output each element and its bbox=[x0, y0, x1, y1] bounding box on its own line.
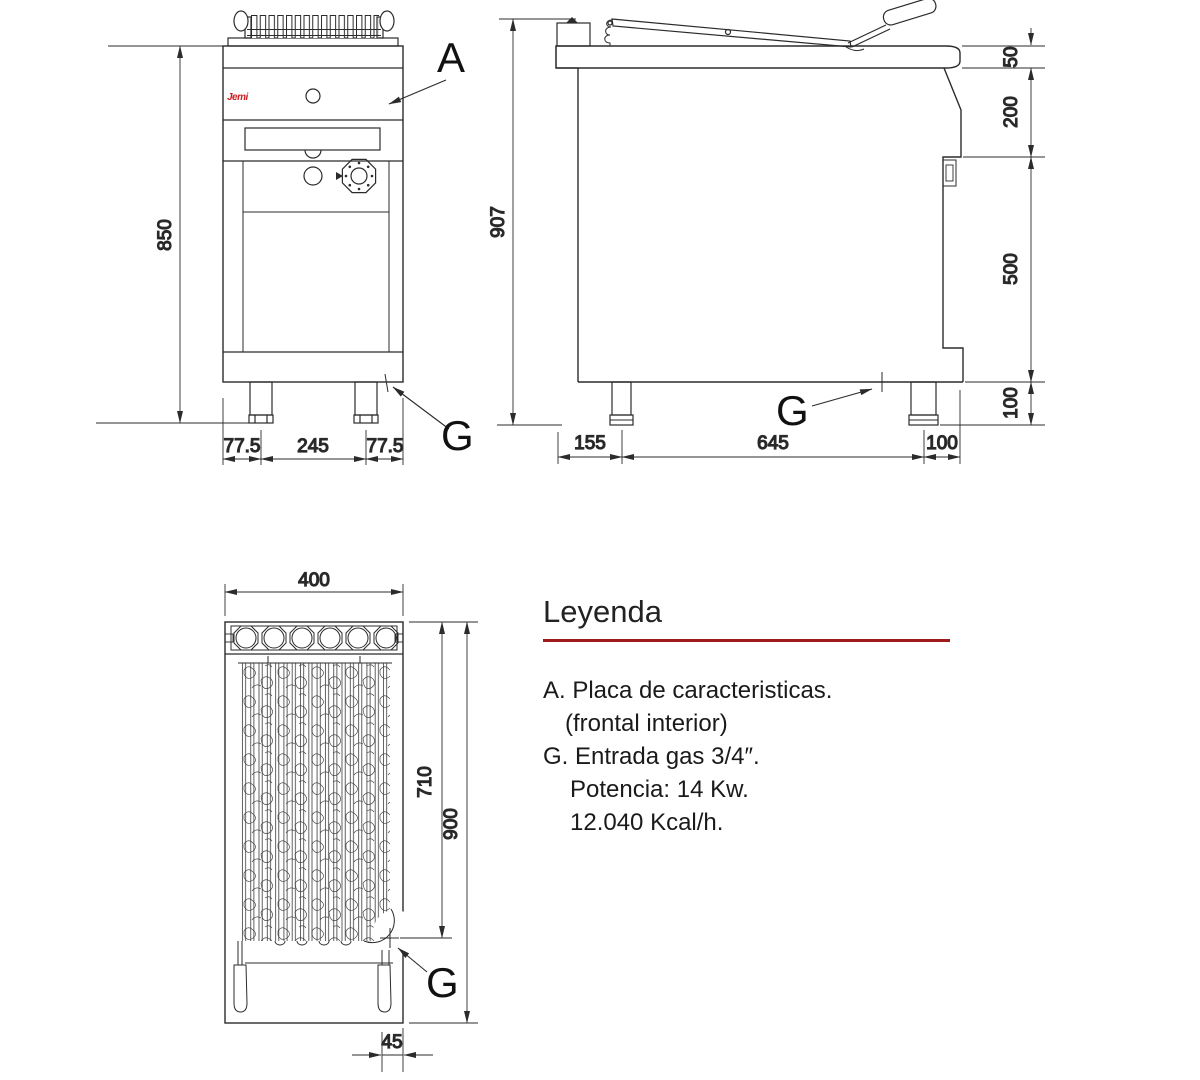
gas-latch bbox=[942, 159, 957, 187]
legend-divider bbox=[543, 639, 950, 642]
top-depth-dimensions bbox=[400, 621, 478, 1024]
plate-handle bbox=[845, 0, 937, 52]
side-view-drawing: 907 50 200 500 100 155 645 100 bbox=[487, 0, 1045, 464]
legend-item-g: G. Entrada gas 3/4″. bbox=[543, 743, 760, 770]
side-height-dimension bbox=[497, 18, 576, 426]
legend-item-a: A. Placa de caracteristicas. bbox=[543, 677, 833, 704]
front-body: Jemi bbox=[222, 45, 404, 383]
dim-front-right-offset: 77.5 bbox=[367, 436, 404, 457]
legend-panel: Leyenda A. Placa de caracteristicas. (fr… bbox=[543, 594, 973, 839]
dim-top-total-depth: 900 bbox=[441, 808, 462, 840]
top-outline bbox=[224, 621, 404, 1024]
control-knob bbox=[341, 158, 377, 194]
side-bottom-dimensions bbox=[557, 390, 961, 464]
front-top-grate bbox=[227, 10, 399, 47]
side-right-dimensions bbox=[940, 28, 1045, 426]
pilot-hole bbox=[305, 88, 321, 104]
side-counter-top bbox=[555, 45, 961, 69]
top-burner-strip bbox=[224, 625, 404, 655]
drawer-handle-notch bbox=[304, 149, 322, 159]
callout-a-label: A bbox=[437, 34, 465, 81]
dim-front-left-offset: 77.5 bbox=[224, 436, 261, 457]
side-body bbox=[555, 46, 964, 383]
callout-g-side-label: G bbox=[776, 387, 809, 434]
top-grill-grate bbox=[238, 656, 417, 954]
top-handles bbox=[233, 941, 393, 1013]
legend-title: Leyenda bbox=[543, 594, 662, 629]
side-legs bbox=[609, 381, 939, 426]
drawer-slot bbox=[244, 127, 381, 151]
front-height-dimension bbox=[96, 45, 252, 424]
dim-front-height: 850 bbox=[155, 219, 176, 251]
top-view-drawing: 400 710 900 45 G bbox=[224, 569, 478, 1072]
dim-front-leg-span: 245 bbox=[297, 436, 329, 457]
dim-side-leg: 100 bbox=[1001, 387, 1022, 419]
dim-side-front-offset: 155 bbox=[574, 433, 606, 454]
callout-g-top-label: G bbox=[426, 959, 459, 1006]
side-grill-plate bbox=[556, 0, 937, 52]
dim-side-top: 50 bbox=[1001, 46, 1022, 67]
legend-item-kcal: 12.040 Kcal/h. bbox=[570, 809, 724, 836]
legend-item-power: Potencia: 14 Kw. bbox=[570, 776, 749, 803]
dim-top-width: 400 bbox=[298, 570, 330, 591]
top-gas-offset-dimension bbox=[352, 1028, 433, 1072]
piezo-button bbox=[303, 166, 323, 186]
gas-inlet-mark bbox=[380, 928, 399, 948]
front-legs bbox=[248, 381, 379, 424]
legend-items: A. Placa de caracteristicas. (frontal in… bbox=[543, 674, 973, 839]
front-view-drawing: Jemi 850 77.5 245 77.5 bbox=[96, 10, 474, 465]
dim-top-grill-depth: 710 bbox=[415, 766, 436, 798]
dim-side-height: 907 bbox=[488, 206, 509, 238]
legend-item-a-note: (frontal interior) bbox=[565, 710, 728, 737]
top-width-dimension bbox=[224, 584, 404, 616]
dim-side-rear-offset: 100 bbox=[926, 433, 958, 454]
dim-top-gas-offset: 45 bbox=[381, 1032, 402, 1053]
grate-knob-right bbox=[379, 10, 395, 32]
brand-logo: Jemi bbox=[227, 92, 249, 103]
callout-g-front-label: G bbox=[441, 412, 474, 459]
grate-knob-left bbox=[233, 10, 249, 32]
front-bottom-dimensions bbox=[222, 398, 404, 465]
dim-side-body: 500 bbox=[1001, 253, 1022, 285]
knob-pointer bbox=[336, 172, 343, 180]
dim-side-upper: 200 bbox=[1001, 96, 1022, 128]
dim-side-leg-span: 645 bbox=[757, 433, 789, 454]
